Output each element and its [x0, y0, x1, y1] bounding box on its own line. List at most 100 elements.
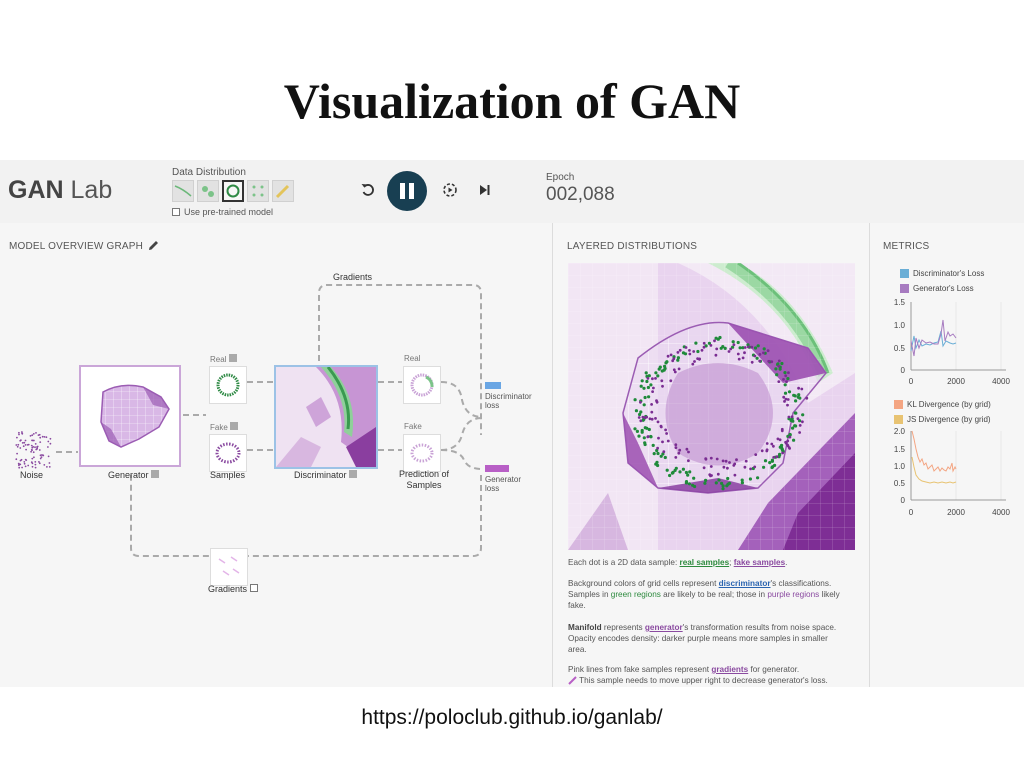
fake-sample-dot — [783, 400, 786, 403]
fake-checkbox-1[interactable] — [230, 422, 239, 430]
noise-dot — [24, 465, 27, 468]
real-sample-dot — [668, 473, 672, 478]
desc2-text-c: Samples in — [568, 590, 611, 599]
real-sample-dot — [740, 481, 744, 485]
discriminator-loss-line — [910, 330, 957, 352]
slide-title: Visualization of GAN — [283, 73, 741, 129]
desc3-text-d: area. — [568, 645, 587, 654]
generator-link[interactable]: generator — [644, 623, 683, 632]
legend-js-divergence: JS Divergence (by grid) — [894, 415, 991, 424]
div-ytick-0.5: 0.5 — [894, 479, 906, 488]
model-graph-title: MODEL OVERVIEW GRAPH — [9, 241, 144, 252]
discriminator-loss-line-1: Discriminator — [485, 392, 532, 401]
distribution-ring-option[interactable] — [222, 180, 244, 202]
generator-node[interactable] — [79, 365, 181, 467]
desc3-text-c: Opacity encodes density: darker purple m… — [568, 634, 828, 643]
real-sample-dot — [721, 484, 725, 488]
pretrained-toggle[interactable]: Use pre-trained model — [172, 207, 273, 217]
real-sample-dot — [783, 371, 787, 375]
fake-sample-dot — [777, 364, 781, 368]
toolbar: GAN Lab Data Distribution Use pre-traine… — [0, 160, 1024, 224]
fake-sample-dot — [645, 415, 649, 419]
noise-dot — [23, 461, 26, 463]
loss-ytick-1.5: 1.5 — [894, 298, 906, 307]
gradients-thumbnail[interactable] — [210, 548, 248, 586]
fake-prediction-thumbnail[interactable] — [403, 434, 441, 472]
edit-icon[interactable] — [147, 239, 160, 257]
real-sample-dot — [798, 396, 802, 400]
real-sample-dot — [774, 367, 778, 371]
generator-loss-line — [910, 319, 957, 357]
real-sample-dot — [643, 426, 647, 430]
app-logo[interactable]: GAN Lab — [8, 176, 112, 205]
fake-sample-dot — [785, 380, 788, 384]
distribution-grid-option[interactable] — [247, 180, 269, 202]
legend-js-text: JS Divergence (by grid) — [907, 415, 991, 424]
gradients-checkbox[interactable] — [249, 584, 258, 592]
reference-url[interactable]: https://poloclub.github.io/ganlab/ — [361, 706, 663, 729]
fake-sample-dot — [796, 417, 800, 421]
fake-samples-link[interactable]: fake samples — [733, 558, 786, 567]
real-sample-dot — [659, 454, 663, 458]
real-sample-dot — [756, 344, 760, 348]
real-sample-dot — [763, 459, 768, 463]
noise-dot — [36, 448, 38, 450]
fake-sample-dot — [672, 357, 676, 361]
discriminator-node[interactable] — [274, 365, 378, 469]
fake-sample-dot — [661, 440, 664, 444]
real-sample-dot — [768, 461, 772, 465]
fake-sample-dot — [735, 458, 738, 462]
desc1-text: Each dot is a 2D data sample: — [568, 558, 680, 567]
generator-checkbox[interactable] — [151, 470, 160, 478]
fake-sample-dot — [743, 346, 747, 349]
desc-data-samples: Each dot is a 2D data sample: real sampl… — [568, 557, 858, 568]
fake-sample-dot — [765, 448, 769, 452]
noise-dot — [32, 446, 35, 448]
distribution-draw-option[interactable] — [272, 180, 294, 202]
fake-sample-dot — [784, 397, 788, 401]
fake-sample-dot — [709, 344, 713, 347]
real-sample-dot — [647, 427, 651, 432]
discriminator-checkbox[interactable] — [349, 470, 358, 478]
legend-disc-text: Discriminator's Loss — [913, 269, 985, 278]
real-sample-dot — [696, 349, 700, 354]
step-icon[interactable] — [474, 180, 494, 200]
fake-sample-dot — [766, 349, 770, 353]
distribution-two-clusters-option[interactable] — [197, 180, 219, 202]
gradients-link[interactable]: gradients — [711, 665, 749, 674]
generator-label-text: Generator — [108, 470, 149, 480]
real-sample-dot — [681, 351, 686, 355]
reset-icon[interactable] — [358, 180, 378, 200]
discriminator-link[interactable]: discriminator — [718, 579, 771, 588]
fake-sample-dot — [648, 417, 652, 421]
slow-motion-icon[interactable] — [440, 180, 460, 200]
distribution-line-option[interactable] — [172, 180, 194, 202]
fake-sample-dot — [677, 451, 681, 455]
real-samples-thumbnail[interactable] — [209, 366, 247, 404]
pretrained-checkbox[interactable] — [172, 208, 180, 216]
real-samples-link[interactable]: real samples — [679, 558, 730, 567]
fake-samples-thumbnail[interactable] — [209, 434, 247, 472]
noise-dot — [31, 462, 34, 465]
fake-sample-dot — [732, 464, 736, 467]
layered-distribution-canvas[interactable] — [568, 263, 855, 550]
pause-button[interactable] — [387, 171, 427, 211]
fake-sample-dot — [700, 348, 704, 352]
fake-sample-dot — [788, 435, 792, 439]
desc5-text: This sample needs to move upper right to… — [579, 676, 828, 685]
noise-dot — [40, 454, 43, 456]
fake-sample-dot — [778, 438, 782, 442]
real-sample-dot — [652, 452, 656, 456]
real-checkbox-1[interactable] — [228, 354, 237, 362]
noise-dot — [38, 462, 41, 465]
fake-sample-dot — [702, 341, 706, 345]
real-prediction-thumbnail[interactable] — [403, 366, 441, 404]
real-sample-dot — [663, 364, 667, 368]
pretrained-label: Use pre-trained model — [184, 207, 274, 217]
real-sample-dot — [687, 482, 691, 486]
fake-label-1: Fake — [210, 422, 239, 432]
real-sample-dot — [649, 434, 653, 439]
fake-sample-dot — [652, 386, 655, 390]
fake-sample-dot — [661, 384, 664, 388]
real-sample-dot — [755, 356, 759, 360]
